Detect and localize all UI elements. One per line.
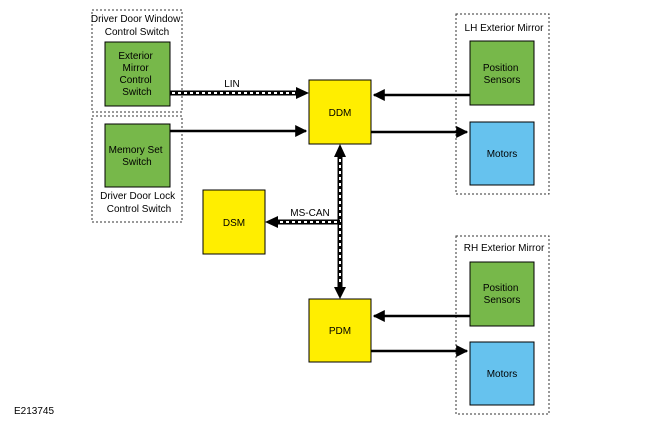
driver-door-lock-title: Driver Door Lock Control Switch <box>100 191 178 215</box>
memory-set-switch <box>104 123 171 188</box>
driver-door-window-group <box>91 9 183 113</box>
lh-exterior-mirror-group <box>455 13 550 195</box>
exterior-mirror-control-switch <box>104 41 171 107</box>
ms-can-dsm-bus <box>265 216 340 228</box>
rh-position-sensors <box>469 261 535 327</box>
ddm-label: DDM <box>329 108 352 119</box>
figure-id: E213745 <box>14 406 54 417</box>
lh-exterior-mirror-title: LH Exterior Mirror <box>465 23 545 34</box>
driver-door-window-title: Driver Door Window Control Switch <box>91 14 183 38</box>
lh-motors <box>469 121 535 186</box>
rh-motors-label: Motors <box>487 369 518 380</box>
dsm-label: DSM <box>223 218 245 229</box>
pdm-module <box>308 298 372 363</box>
lh-position-sensors <box>469 40 535 106</box>
lin-label: LIN <box>224 79 240 90</box>
exterior-mirror-control-switch-label: Exterior Mirror Control Switch <box>118 51 155 98</box>
ddm-module <box>308 79 372 145</box>
lh-motors-label: Motors <box>487 149 518 160</box>
rh-motors <box>469 341 535 406</box>
rh-exterior-mirror-group <box>455 235 550 415</box>
rh-exterior-mirror-title: RH Exterior Mirror <box>464 243 545 254</box>
pdm-label: PDM <box>329 326 351 337</box>
dsm-module <box>202 189 266 255</box>
lin-bus-connection <box>170 87 309 99</box>
lh-position-sensors-label: Position Sensors <box>483 63 521 86</box>
ms-can-label: MS-CAN <box>290 208 329 219</box>
rh-position-sensors-label: Position Sensors <box>483 283 521 306</box>
memory-set-switch-label: Memory Set Switch <box>109 145 166 168</box>
driver-door-lock-group <box>91 115 183 223</box>
